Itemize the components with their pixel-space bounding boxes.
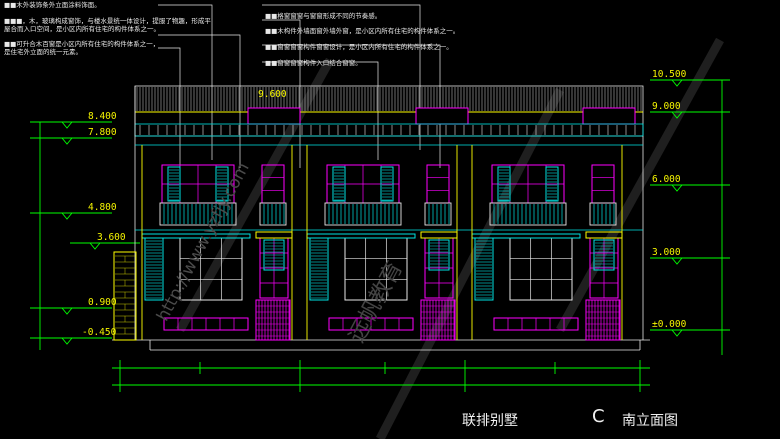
balcony-railing: [159, 202, 237, 226]
stone-pier: [113, 251, 137, 341]
level-label-10500: 10.500: [652, 69, 687, 80]
level-label-0000: ±0.000: [652, 319, 687, 330]
level-label-4800: 4.800: [88, 202, 117, 213]
shutter: [497, 166, 511, 202]
entry-stairs: [585, 299, 621, 341]
note-right-3: ■■窗窗窗窗构件窗窗设计，是小区内所有住宅的构件体系之一。: [265, 43, 453, 51]
right-level-ruler: [650, 79, 730, 355]
balcony-railing: [424, 202, 452, 226]
level-label-neg0450: -0.450: [82, 327, 117, 338]
note-left-5: 是住宅外立面的统一元素。: [4, 48, 82, 56]
drawing-title: 联排别墅: [462, 413, 518, 429]
shutter: [593, 239, 615, 271]
note-left-3: 屋合而入口空间，是小区内所有住宅的构件体系之一。: [4, 25, 160, 33]
balcony-railing: [589, 202, 617, 226]
house-units: [141, 145, 623, 341]
note-left-1: ■■木外装饰条外立面涂料饰面。: [4, 1, 101, 9]
balcony-railing: [259, 202, 287, 226]
shutter: [380, 166, 394, 202]
note-right-4: ■■窗窗窗窗构件入口结合窗窗。: [265, 59, 362, 67]
shutter: [167, 166, 181, 202]
view-name: 南立面图: [622, 413, 678, 429]
note-right-2: ■■木构件外墙面窗外墙外窗，是小区内所有住宅的构件体系之一。: [265, 27, 460, 35]
house-unit-1: [141, 145, 293, 341]
window: [509, 237, 573, 301]
house-unit-2: [306, 145, 458, 341]
entry-canopy: [255, 231, 293, 239]
shutter: [428, 239, 450, 271]
window: [426, 164, 450, 204]
entry-stairs: [420, 299, 456, 341]
left-level-ruler: [30, 121, 140, 350]
level-label-3000: 3.000: [652, 247, 681, 258]
level-label-8400: 8.400: [88, 111, 117, 122]
shutter: [332, 166, 346, 202]
leader-lines: [158, 4, 441, 170]
balcony-railing: [489, 202, 567, 226]
wall-outline: [112, 86, 650, 351]
note-right-1: ■■格窗窗窗与窗窗形成不同的节奏感。: [265, 12, 382, 20]
window: [591, 164, 615, 204]
shutter: [215, 166, 229, 202]
view-letter: C: [592, 406, 605, 427]
roof-band: [134, 85, 644, 137]
note-left-2: ■■■，木，玻璃构成窗饰，与楼水景统一体设计，提服了物趣，形成平: [4, 17, 211, 25]
level-label-0900: 0.900: [88, 297, 117, 308]
shutter: [263, 239, 285, 271]
note-left-4: ■■可升合木百窗是小区内所有住宅的构件体系之一，: [4, 40, 160, 48]
shutter: [545, 166, 559, 202]
bottom-dimension-lines: [112, 360, 650, 392]
entry-stairs: [255, 299, 291, 341]
house-unit-3: [471, 145, 623, 341]
entry-canopy: [420, 231, 458, 239]
balcony-railing: [324, 202, 402, 226]
level-label-roof-9600: 9.600: [258, 89, 287, 100]
level-label-9000: 9.000: [652, 101, 681, 112]
level-label-3600: 3.600: [97, 232, 126, 243]
level-label-6000: 6.000: [652, 174, 681, 185]
lintel: [306, 233, 416, 239]
level-label-7800: 7.800: [88, 127, 117, 138]
